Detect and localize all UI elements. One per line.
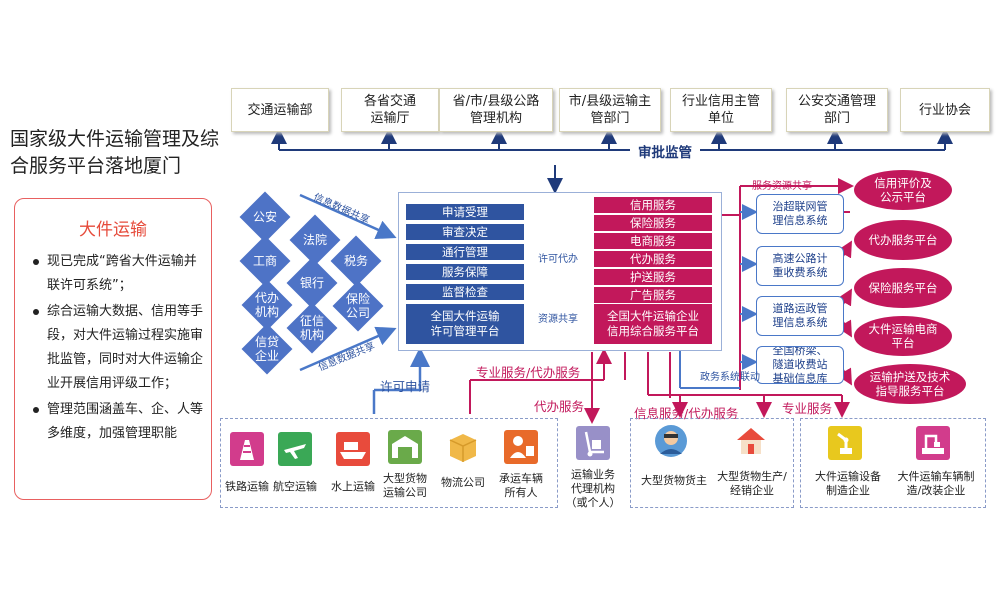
business-link-label: 政务系统联动 bbox=[700, 372, 760, 383]
credit-item: 代办服务 bbox=[594, 251, 712, 267]
credit-item: 信用服务 bbox=[594, 197, 712, 213]
carrier-caption: 水上运输 bbox=[331, 480, 375, 493]
org-ministry: 交通运输部 bbox=[231, 88, 329, 132]
credit-platform: 全国大件运输企业 信用综合服务平台 bbox=[594, 304, 712, 344]
overload-system: 治超联网管 理信息系统 bbox=[756, 194, 844, 234]
diamond-court: 法院 bbox=[289, 214, 341, 266]
summary-card: 大件运输 现已完成“跨省大件运输并联许可系统”； 综合运输大数据、信用等手段，对… bbox=[14, 198, 212, 500]
insurance-platform: 保险服务平台 bbox=[854, 268, 952, 308]
permit-apply-label: 许可申请 bbox=[380, 379, 431, 394]
pro-agency-label: 专业服务/代办服务 bbox=[476, 365, 581, 380]
permit-item: 审查决定 bbox=[406, 224, 524, 240]
airplane-icon bbox=[278, 432, 312, 466]
railway-icon bbox=[230, 432, 264, 466]
org-provincial-dept: 各省交通 运输厅 bbox=[341, 88, 439, 132]
permit-platform: 全国大件运输 许可管理平台 bbox=[406, 304, 524, 344]
credit-item: 广告服务 bbox=[594, 287, 712, 303]
service-resource-share-label: 服务资源共享 bbox=[752, 181, 812, 192]
package-icon bbox=[446, 430, 480, 464]
escort-platform: 运输护送及技术 指导服务平台 bbox=[854, 364, 966, 404]
agent-caption: 运输业务 代理机构 （或个人） bbox=[565, 468, 621, 509]
org-label: 各省交通 运输厅 bbox=[363, 94, 416, 126]
org-label: 省/市/县级公路 管理机构 bbox=[452, 94, 540, 126]
org-label: 交通运输部 bbox=[247, 102, 313, 118]
permit-agency-label: 许可代办 bbox=[538, 254, 578, 265]
agency-label: 代办服务 bbox=[534, 399, 585, 414]
diamond-bank: 银行 bbox=[286, 257, 338, 309]
bullet-item: 综合运输大数据、信用等手段，对大件运输过程实施审批监管，同时对大件运输企业开展信… bbox=[33, 300, 203, 396]
toll-system: 高速公路计 重收费系统 bbox=[756, 246, 844, 286]
factory-icon bbox=[734, 424, 768, 458]
shipper-group bbox=[630, 418, 794, 508]
assembly-icon bbox=[916, 426, 950, 460]
org-association: 行业协会 bbox=[900, 88, 990, 132]
dolly-icon bbox=[576, 426, 610, 460]
carrier-group bbox=[220, 418, 558, 508]
diamond-insurance: 保险 公司 bbox=[332, 280, 384, 332]
carrier-caption: 承运车辆 所有人 bbox=[499, 472, 543, 499]
warehouse-icon bbox=[388, 430, 422, 464]
diamond-lending: 信贷 企业 bbox=[241, 323, 293, 375]
org-city-dept: 市/县级运输主 管部门 bbox=[559, 88, 661, 132]
card-heading: 大件运输 bbox=[79, 220, 147, 240]
shipper-caption: 大型货物生产/ 经销企业 bbox=[717, 470, 787, 497]
pro-service-label: 专业服务 bbox=[782, 401, 833, 416]
credit-item: 护送服务 bbox=[594, 269, 712, 285]
resource-share-label: 资源共享 bbox=[538, 314, 578, 325]
permit-item: 通行管理 bbox=[406, 244, 524, 260]
manufacturer-caption: 大件运输车辆制 造/改装企业 bbox=[897, 470, 975, 497]
diamond-commerce: 工商 bbox=[239, 235, 291, 287]
org-label: 行业协会 bbox=[918, 102, 971, 118]
carrier-caption: 物流公司 bbox=[441, 476, 485, 489]
permit-item: 申请受理 bbox=[406, 204, 524, 220]
shipper-caption: 大型货物货主 bbox=[641, 474, 707, 487]
carrier-caption: 铁路运输 bbox=[225, 480, 269, 493]
robot-arm-icon bbox=[828, 426, 862, 460]
person-icon bbox=[654, 424, 688, 458]
manufacturer-caption: 大件运输设备 制造企业 bbox=[815, 470, 881, 497]
road-admin-system: 道路运政管 理信息系统 bbox=[756, 296, 844, 336]
agency-service-platform: 代办服务平台 bbox=[854, 220, 952, 260]
ship-icon bbox=[336, 432, 370, 466]
manufacturer-group bbox=[800, 418, 986, 508]
diamond-tax: 税务 bbox=[330, 235, 382, 287]
credit-item: 保险服务 bbox=[594, 215, 712, 231]
org-label: 公安交通管理 部门 bbox=[797, 94, 876, 126]
bridge-database: 全国桥梁、 隧道收费站 基础信息库 bbox=[756, 346, 844, 384]
diamond-police: 公安 bbox=[239, 191, 291, 243]
carrier-caption: 大型货物 运输公司 bbox=[383, 472, 427, 499]
carrier-caption: 航空运输 bbox=[273, 480, 317, 493]
bullet-item: 管理范围涵盖车、企、人等多维度，加强管理职能 bbox=[33, 398, 203, 446]
vehicle-owner-icon bbox=[504, 430, 538, 464]
info-agency-label: 信息服务/代办服务 bbox=[634, 406, 739, 421]
credit-item: 电商服务 bbox=[594, 233, 712, 249]
page-title: 国家级大件运输管理及综合服务平台落地厦门 bbox=[10, 128, 220, 177]
org-label: 行业信用主管 单位 bbox=[681, 94, 760, 126]
diamond-credit: 征信 机构 bbox=[286, 302, 338, 354]
diamond-agency: 代办 机构 bbox=[241, 279, 293, 331]
org-highway-agency: 省/市/县级公路 管理机构 bbox=[439, 88, 553, 132]
ecommerce-platform: 大件运输电商 平台 bbox=[854, 316, 952, 356]
org-credit-unit: 行业信用主管 单位 bbox=[670, 88, 772, 132]
permit-item: 监督检查 bbox=[406, 284, 524, 300]
approval-label: 审批监管 bbox=[630, 141, 700, 161]
bullet-item: 现已完成“跨省大件运输并联许可系统”； bbox=[33, 250, 203, 298]
credit-eval-platform: 信用评价及 公示平台 bbox=[854, 170, 952, 210]
org-traffic-police: 公安交通管理 部门 bbox=[786, 88, 888, 132]
permit-item: 服务保障 bbox=[406, 264, 524, 280]
org-label: 市/县级运输主 管部门 bbox=[568, 94, 652, 126]
